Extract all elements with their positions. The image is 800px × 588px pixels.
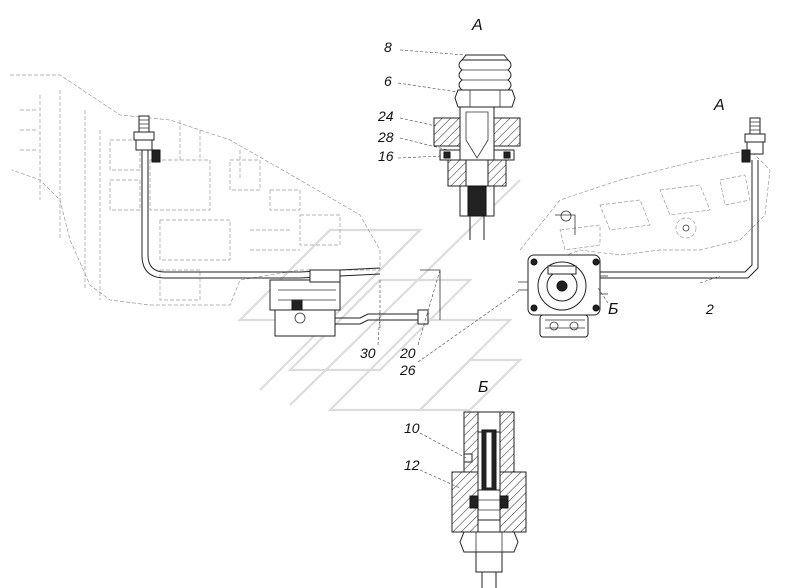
valve-b (518, 254, 608, 338)
right-fitting (741, 117, 766, 163)
callout-6: 6 (384, 73, 392, 89)
callout-24: 24 (377, 108, 394, 124)
callout-20: 20 (399, 345, 416, 361)
section-a-detail (433, 54, 521, 240)
callout-8: 8 (384, 39, 392, 55)
section-b-label: Б (478, 379, 488, 396)
left-fitting (133, 115, 161, 163)
callout-10: 10 (404, 420, 420, 436)
callout-16: 16 (378, 148, 394, 164)
callout-12: 12 (404, 457, 420, 473)
callout-26: 26 (399, 362, 416, 378)
gearbox-housing (10, 74, 381, 306)
callout-30: 30 (360, 345, 376, 361)
actuator-unit (269, 269, 441, 337)
section-b-detail (451, 411, 527, 588)
view-a-top-label: А (471, 17, 483, 34)
callout-28: 28 (377, 129, 394, 145)
leader-lines (377, 49, 721, 489)
right-bracket (519, 149, 771, 266)
labels: А А Б Б 8 6 24 28 16 2 30 20 26 10 12 (360, 17, 725, 473)
view-b-label: Б (608, 301, 618, 318)
callout-2: 2 (705, 301, 714, 317)
view-a-right-label: А (713, 97, 725, 114)
